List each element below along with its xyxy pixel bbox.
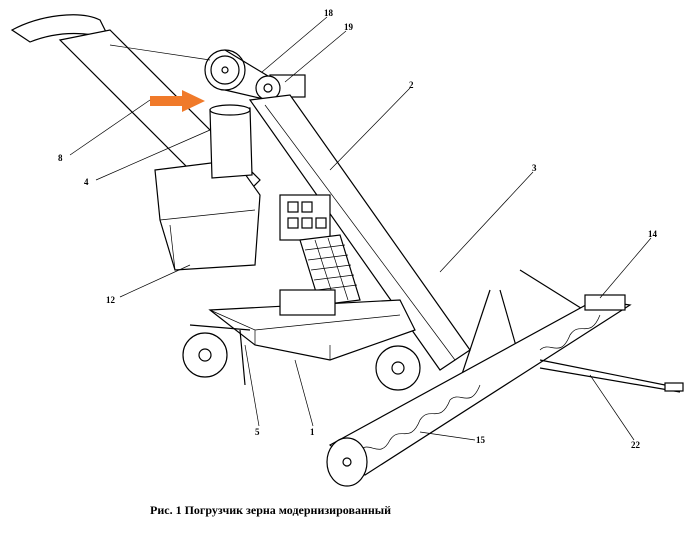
label-1: 1 bbox=[310, 427, 315, 437]
label-2: 2 bbox=[409, 80, 414, 90]
label-22: 22 bbox=[631, 440, 641, 450]
label-15: 15 bbox=[476, 435, 486, 445]
label-5: 5 bbox=[255, 427, 260, 437]
label-19: 19 bbox=[344, 22, 354, 32]
leader-lines bbox=[69, 16, 652, 441]
label-14: 14 bbox=[648, 229, 658, 239]
label-8: 8 bbox=[58, 153, 63, 163]
label-4: 4 bbox=[84, 177, 89, 187]
orange-arrow-indicator bbox=[150, 90, 205, 112]
label-12: 12 bbox=[106, 295, 116, 305]
label-3: 3 bbox=[532, 163, 537, 173]
label-18: 18 bbox=[324, 8, 334, 18]
part-labels: 18 19 2 8 4 3 14 12 5 1 22 15 bbox=[58, 8, 658, 450]
figure-caption: Рис. 1 Погрузчик зерна модернизированный bbox=[150, 503, 392, 517]
loader-drawing bbox=[10, 14, 684, 487]
